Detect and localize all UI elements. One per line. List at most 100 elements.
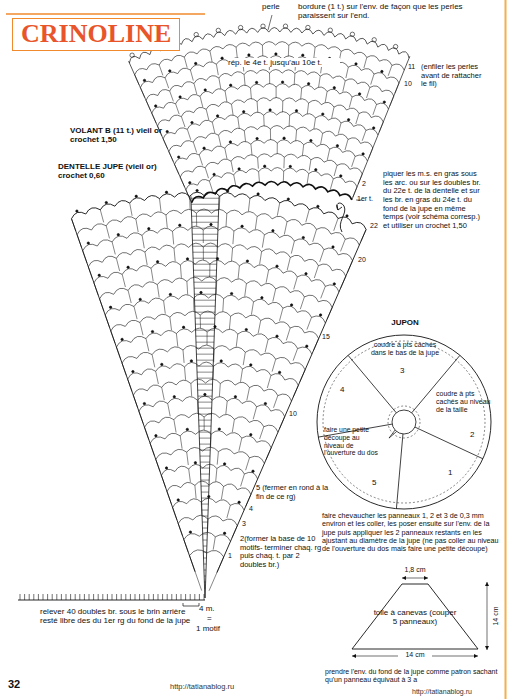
base-stitch — [181, 594, 182, 600]
picot — [264, 165, 266, 167]
treble-bar — [191, 210, 218, 211]
treble-stitch — [176, 334, 177, 347]
treble-stitch — [193, 142, 196, 153]
treble-bar — [192, 234, 218, 235]
picot — [305, 273, 307, 275]
treble-stitch — [277, 143, 278, 154]
treble-stitch — [204, 417, 205, 430]
picot — [191, 121, 193, 123]
treble-stitch — [210, 51, 212, 62]
treble-bar — [204, 588, 206, 589]
chain-arc — [175, 140, 368, 165]
treble-stitch — [128, 290, 131, 303]
picot — [278, 371, 280, 373]
treble-stitch — [273, 289, 276, 302]
treble-stitch — [255, 217, 257, 230]
chain-arc — [152, 84, 389, 114]
treble-stitch — [233, 231, 234, 244]
treble-bar — [194, 288, 216, 289]
treble-stitch — [320, 250, 324, 262]
picot — [307, 83, 309, 85]
treble-bar — [196, 336, 214, 337]
treble-bar — [198, 402, 212, 403]
treble-stitch — [232, 419, 234, 432]
picot — [148, 228, 150, 230]
treble-stitch — [272, 359, 276, 371]
picot — [269, 109, 271, 111]
treble-stitch — [234, 175, 236, 186]
treble-stitch — [209, 181, 212, 191]
base-stitch — [144, 594, 145, 600]
picot — [272, 230, 274, 232]
picot — [169, 293, 171, 295]
chain-arc — [140, 56, 399, 88]
treble-stitch — [343, 81, 345, 92]
note: coudre à pts cachés dans le bas de la ju… — [369, 341, 441, 357]
treble-stitch — [313, 229, 317, 242]
treble-stitch — [207, 332, 208, 345]
panel-seam — [412, 355, 460, 412]
treble-stitch — [267, 376, 271, 389]
petticoat-circle: JUPON — [305, 318, 505, 510]
picot — [289, 165, 291, 167]
treble-stitch — [199, 155, 202, 166]
treble-stitch — [373, 105, 377, 115]
treble-bar — [192, 216, 219, 217]
treble-stitch — [251, 144, 252, 155]
row-number: perle — [262, 2, 292, 11]
picot — [310, 139, 312, 141]
picot — [179, 224, 181, 226]
base-stitch — [194, 594, 195, 600]
base-stitch — [135, 594, 136, 600]
picot — [295, 110, 297, 112]
treble-stitch — [232, 248, 233, 261]
treble-stitch — [180, 265, 181, 278]
treble-stitch — [284, 222, 287, 235]
treble-stitch — [196, 213, 197, 226]
treble-bar — [192, 228, 218, 229]
treble-stitch — [225, 148, 227, 159]
treble-bar — [201, 480, 209, 481]
treble-bar — [196, 348, 214, 349]
picot — [275, 53, 277, 55]
note: prendre l'env. du fond de la jupe comme … — [325, 668, 503, 684]
treble-stitch — [245, 284, 247, 297]
picot — [218, 428, 220, 430]
treble-stitch — [122, 274, 125, 287]
treble-stitch — [300, 297, 304, 309]
picot — [246, 260, 248, 262]
panel-seam — [396, 434, 403, 509]
treble-bar — [202, 522, 207, 523]
row-number: 2 — [362, 180, 372, 188]
treble-stitch — [280, 308, 283, 321]
picot — [302, 54, 304, 56]
treble-stitch — [346, 67, 348, 78]
treble-stitch — [371, 74, 374, 85]
base-stitch — [176, 594, 177, 600]
seam-line — [388, 406, 420, 438]
treble-stitch — [226, 401, 227, 414]
treble-bar — [199, 414, 212, 415]
watermark: http://tatianablog.ru — [170, 683, 280, 692]
picot — [229, 141, 231, 143]
dimension-line — [487, 582, 488, 650]
treble-stitch — [159, 65, 163, 75]
treble-stitch — [294, 74, 296, 85]
treble-stitch — [160, 199, 162, 212]
treble-bar — [198, 408, 211, 409]
treble-stitch — [325, 92, 327, 103]
base-stitch — [112, 594, 113, 600]
treble-bar — [202, 504, 209, 505]
chain-arc — [169, 126, 373, 152]
treble-stitch — [187, 129, 191, 140]
picot — [241, 225, 243, 227]
treble-stitch — [100, 210, 103, 223]
treble-stitch — [170, 91, 174, 101]
treble-stitch — [258, 321, 261, 334]
treble-stitch — [238, 266, 239, 279]
base-stitch — [24, 594, 25, 600]
picot — [245, 328, 247, 330]
picot — [322, 113, 324, 115]
treble-bar — [200, 456, 210, 457]
base-stitch — [185, 594, 186, 600]
